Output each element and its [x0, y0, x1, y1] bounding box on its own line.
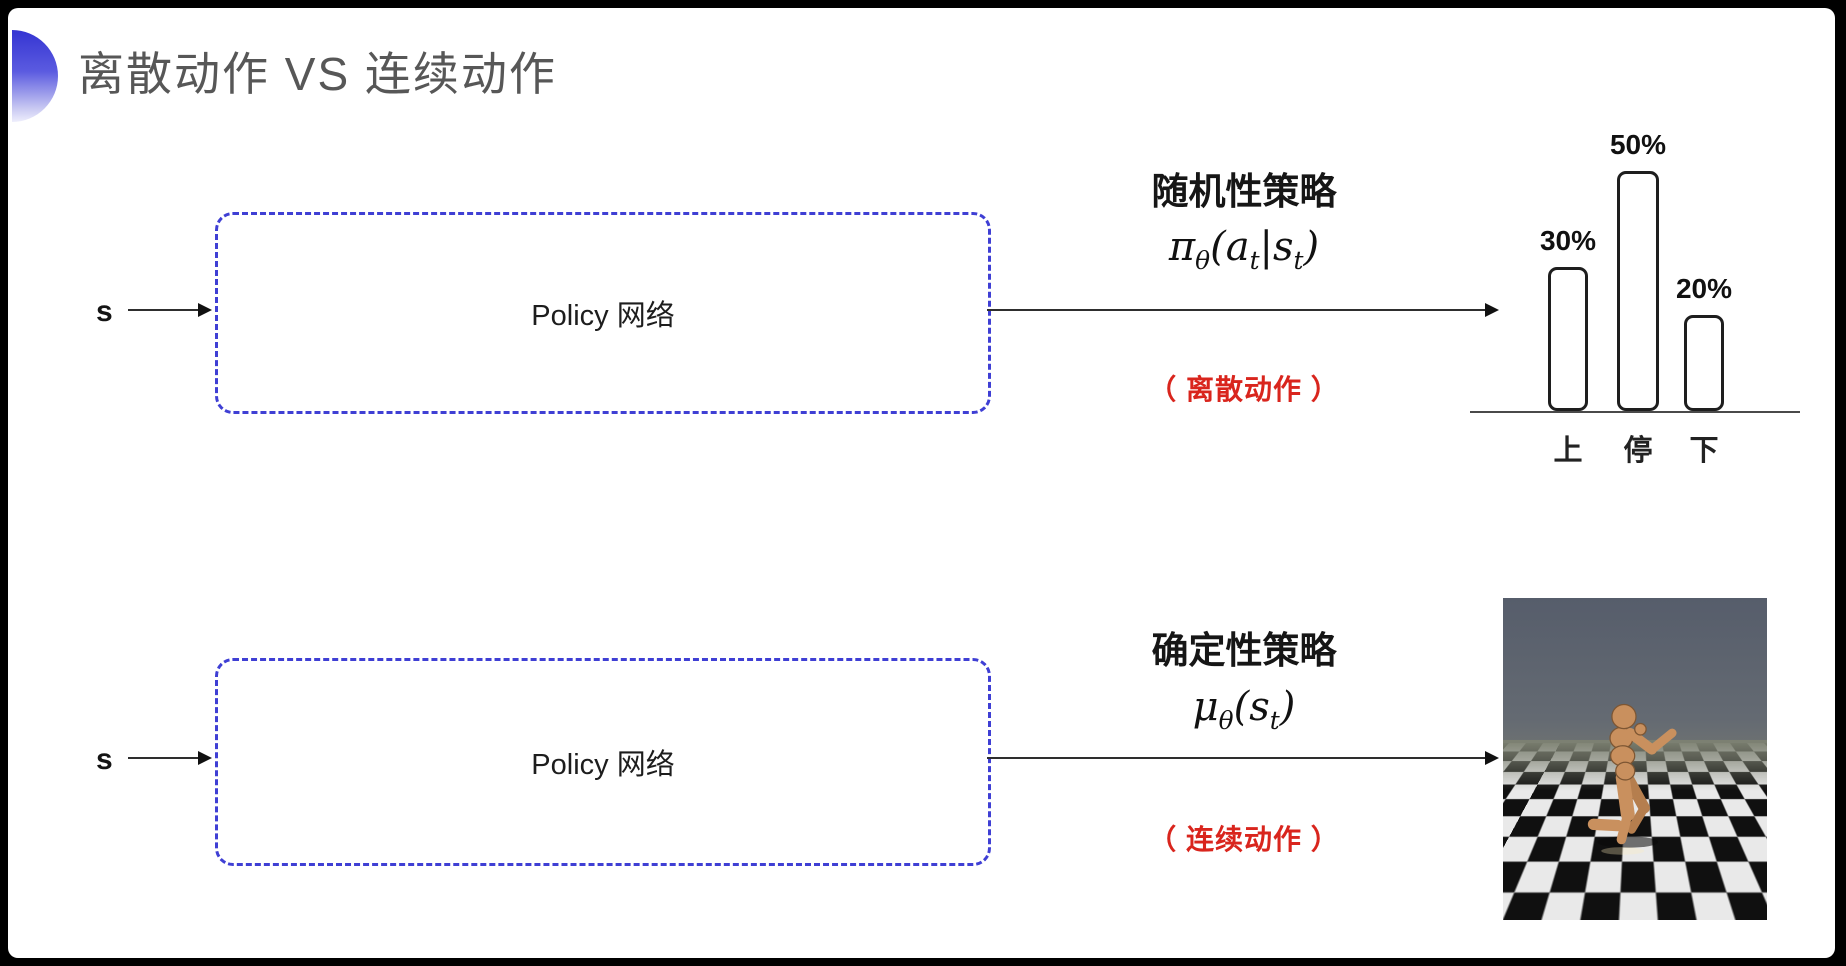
- output-arrow-top: [987, 309, 1497, 311]
- action-probability-chart: 30% 50% 20% 上 停 下: [1470, 113, 1800, 467]
- bar-down: [1684, 315, 1724, 411]
- state-input-label-top: s: [96, 295, 113, 328]
- bar-group-stop: 50%: [1603, 129, 1673, 411]
- slide-title: 离散动作 VS 连续动作: [78, 48, 557, 100]
- policy-network-box-bottom: Policy 网络: [215, 658, 991, 866]
- category-label-up: 上: [1553, 435, 1583, 467]
- output-arrow-bottom: [987, 757, 1497, 759]
- policy-network-box-top: Policy 网络: [215, 212, 991, 414]
- input-arrow-bottom: [128, 757, 210, 759]
- input-arrow-top: [128, 309, 210, 311]
- policy-network-label-bottom: Policy 网络: [531, 749, 675, 781]
- chart-baseline: [1470, 411, 1800, 413]
- deterministic-policy-title: 确定性策略: [1151, 630, 1337, 671]
- discrete-action-label: （ 离散动作 ）: [1148, 374, 1340, 405]
- bar-value-label: 30%: [1539, 225, 1597, 256]
- title-bullet-icon: [12, 30, 58, 122]
- policy-network-label-top: Policy 网络: [531, 300, 675, 332]
- deterministic-policy-formula: μθ(st): [1192, 684, 1296, 735]
- sim-sky: [1503, 598, 1767, 750]
- state-input-label-bottom: s: [96, 743, 113, 776]
- continuous-action-label: （ 连续动作 ）: [1148, 824, 1340, 855]
- humanoid-simulation-image: [1503, 598, 1767, 920]
- bar-value-label: 50%: [1609, 129, 1667, 160]
- bar-group-up: 30%: [1534, 225, 1602, 411]
- bar-stop: [1617, 171, 1659, 411]
- bar-up: [1548, 267, 1588, 411]
- humanoid-robot-figure: [1587, 704, 1677, 855]
- category-label-down: 下: [1689, 435, 1719, 467]
- category-label-stop: 停: [1623, 435, 1653, 467]
- bar-value-label: 20%: [1675, 273, 1733, 304]
- bar-group-down: 20%: [1670, 273, 1738, 411]
- stochastic-policy-title: 随机性策略: [1151, 171, 1337, 212]
- stochastic-policy-formula: πθ(at|st): [1168, 224, 1320, 275]
- slide-canvas: 离散动作 VS 连续动作 s Policy 网络 随机性策略 πθ(at|st)…: [8, 8, 1835, 958]
